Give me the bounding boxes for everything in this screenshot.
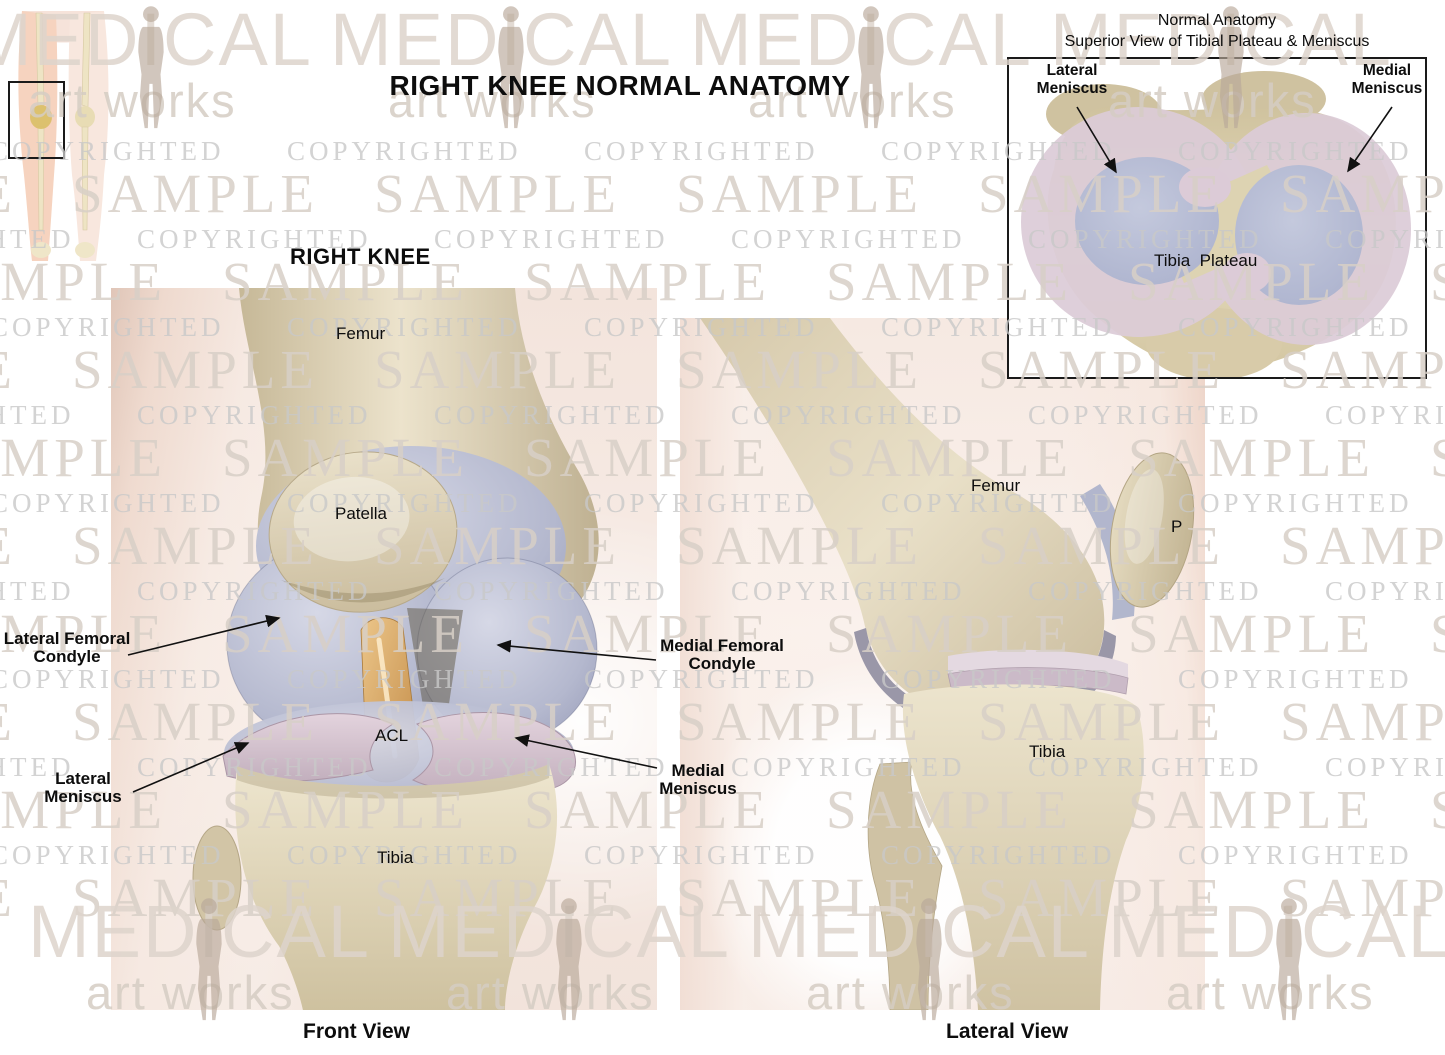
tibia-shape	[235, 764, 558, 1010]
copyrighted-watermark: COPYRIGHTED	[1325, 576, 1445, 606]
sample-watermark: SAMPLE	[1280, 691, 1445, 752]
copyrighted-watermark: COPYRIGHTED	[731, 224, 966, 254]
tibia-shape-lateral	[902, 684, 1144, 1010]
sample-watermark: SAMPLE	[1430, 426, 1445, 489]
front-femur-label: Femur	[336, 324, 386, 343]
copyrighted-watermark: COPYRIGHTED	[1325, 752, 1445, 782]
meniscus-top-lateralview	[948, 649, 1128, 678]
patella-shadow	[281, 578, 445, 603]
sample-watermark: SAMPLE	[1430, 602, 1445, 665]
sample-watermark: SAMPLE	[0, 690, 17, 753]
medial-meniscus-horn	[1223, 253, 1271, 293]
human-figure-icon	[138, 6, 164, 129]
lateral-view-illustration	[680, 318, 1205, 1010]
inset-title: Normal Anatomy Superior View of Tibial P…	[1064, 12, 1370, 50]
patella-shape-lateral	[1109, 452, 1195, 608]
sample-watermark: SAMPLE	[1430, 778, 1445, 841]
front-patella-label: Patella	[335, 504, 387, 523]
sample-watermark: SAMPLE	[1280, 515, 1445, 576]
knee-focus-box	[8, 81, 65, 159]
copyrighted-watermark: COPYRIGHTED	[1178, 664, 1413, 694]
left-leg-silhouette	[68, 11, 109, 261]
sample-watermark: SAMPLE	[676, 163, 923, 224]
lateral-knee-svg	[700, 318, 1195, 1010]
copyrighted-watermark: COPYRIGHTED	[1178, 840, 1413, 870]
front-view-illustration	[111, 288, 657, 1010]
copyrighted-watermark: COPYRIGHTED	[0, 576, 75, 606]
copyrighted-watermark: COPYRIGHTED	[0, 400, 75, 430]
sample-watermark: SAMPLE	[0, 338, 17, 401]
brand-name-watermark: MEDICAL	[690, 0, 1033, 81]
page-title: RIGHT KNEE NORMAL ANATOMY	[389, 70, 851, 101]
inset-lateral-meniscus-label: Lateral Meniscus	[1036, 62, 1108, 97]
lateral-femoral-condyle-label: Lateral Femoral Condyle	[3, 629, 131, 666]
brand-sub-watermark: art works	[1166, 966, 1375, 1019]
medial-meniscus-label: Medial Meniscus	[659, 761, 737, 798]
copyrighted-watermark: COPYRIGHTED	[584, 136, 819, 166]
front-view-heading: RIGHT KNEE	[290, 244, 431, 269]
intercondylar-notch	[407, 608, 463, 706]
acl-label: ACL	[375, 726, 409, 745]
tibial-plateau-inset	[1007, 57, 1427, 379]
body-overview-thumbnail	[8, 11, 109, 261]
lateral-meniscus-label: Lateral Meniscus	[44, 769, 122, 806]
human-figure-icon	[498, 6, 524, 129]
tibia-plateau-edge	[237, 764, 549, 799]
lateral-view-caption: Lateral View	[946, 1020, 1069, 1043]
lateral-patella-label: P	[1171, 517, 1183, 536]
highlighted-knee	[30, 105, 52, 129]
copyrighted-watermark: COPYRIGHTED	[1178, 488, 1413, 518]
copyrighted-watermark: COPYRIGHTED	[434, 224, 669, 254]
sample-watermark: SAMPLE	[1430, 250, 1445, 313]
tibia-plateau-label: Tibia Plateau	[1154, 251, 1258, 270]
sample-watermark: SAMPLE	[0, 866, 17, 929]
sample-watermark: SAMPLE	[1280, 867, 1445, 928]
lateral-meniscus-horn	[1179, 167, 1231, 207]
sample-watermark: SAMPLE	[374, 163, 621, 224]
brand-name-watermark: MEDICAL	[330, 0, 673, 81]
copyrighted-watermark: COPYRIGHTED	[287, 136, 522, 166]
front-view-caption: Front View	[303, 1020, 410, 1043]
human-figure-icon	[858, 6, 884, 129]
sample-watermark: SAMPLE	[0, 514, 17, 577]
fibula-head-shape	[192, 825, 242, 931]
inset-medial-meniscus-label: Medial Meniscus	[1351, 62, 1423, 97]
front-knee-svg	[192, 288, 599, 1010]
copyrighted-watermark: COPYRIGHTED	[1325, 400, 1445, 430]
lateral-femur-label: Femur	[971, 476, 1021, 495]
front-tibia-label: Tibia	[377, 848, 414, 867]
tibial-plateau-svg	[1021, 71, 1411, 377]
femur-shape-lateral	[700, 318, 1105, 719]
medial-femoral-condyle-label: Medial Femoral Condyle	[660, 636, 784, 673]
human-figure-icon	[1276, 898, 1302, 1021]
patella-shape	[268, 451, 458, 613]
lateral-tibia-label: Tibia	[1029, 742, 1066, 761]
